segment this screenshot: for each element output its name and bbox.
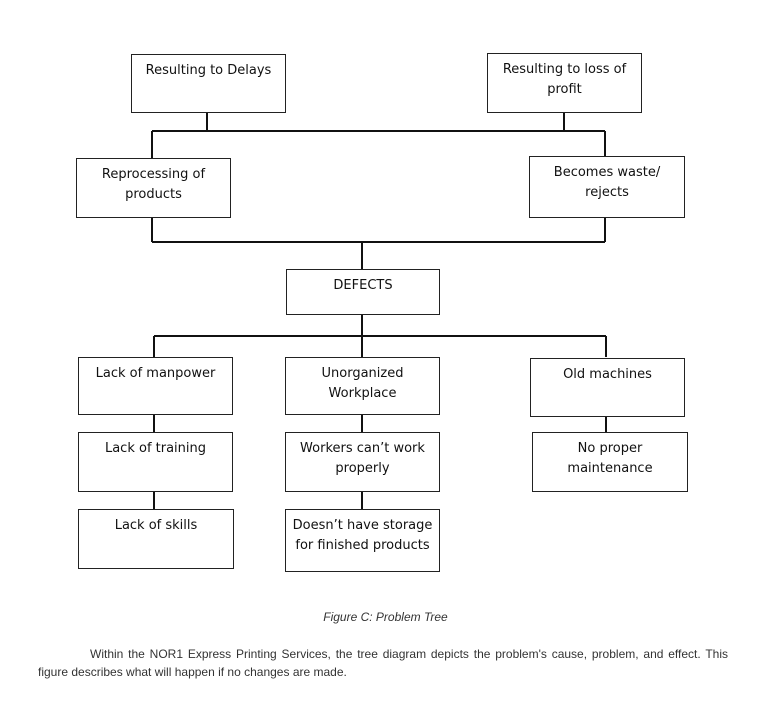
cause-box-lack-of-training: Lack of training [78,432,233,492]
effect-box-reprocessing: Reprocessing of products [76,158,231,218]
cause-box-old-machines: Old machines [530,358,685,417]
effect-box-delays: Resulting to Delays [131,54,286,113]
cause-box-no-storage: Doesn’t have storage for finished produc… [285,509,440,572]
effect-box-waste: Becomes waste/ rejects [529,156,685,218]
cause-box-lack-of-skills: Lack of skills [78,509,234,569]
cause-box-lack-of-manpower: Lack of manpower [78,357,233,415]
figure-caption: Figure C: Problem Tree [323,610,448,624]
body-paragraph: Within the NOR1 Express Printing Service… [38,647,728,679]
effect-box-loss-of-profit: Resulting to loss of profit [487,53,642,113]
cause-box-no-proper-maintenance: No proper maintenance [532,432,688,492]
problem-box-defects: DEFECTS [286,269,440,315]
cause-box-workers-cant-work: Workers can’t work properly [285,432,440,492]
cause-box-unorganized-workplace: Unorganized Workplace [285,357,440,415]
